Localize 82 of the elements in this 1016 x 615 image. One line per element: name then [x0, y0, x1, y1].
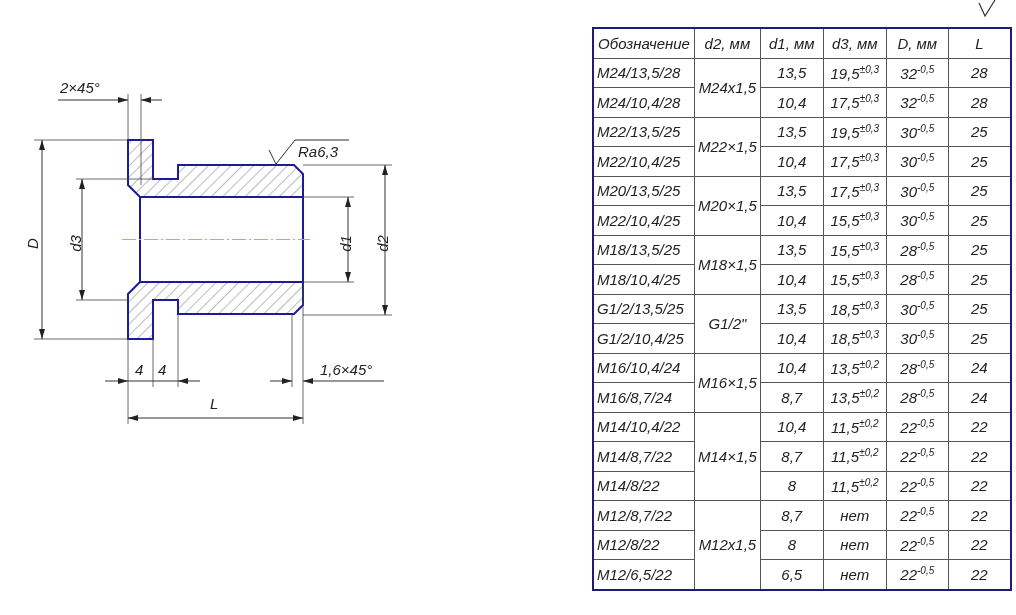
table-value: 30$^{-0,5}$ — [886, 146, 949, 176]
column-header: D, мм — [886, 28, 949, 58]
table-value: M12x1,5 — [694, 500, 761, 590]
dimension-label: 1,6×45° — [320, 362, 373, 377]
dimension-label: 2×45° — [60, 80, 100, 95]
table-value: 13,5 — [760, 117, 824, 147]
table-value: 19,5$^{±0,3}$ — [823, 117, 887, 147]
designation-text: M20/13,5/25 — [593, 176, 695, 206]
designation-text: M14/10,4/22 — [593, 412, 695, 442]
table-value: нет — [823, 500, 887, 530]
designation-text: M18/13,5/25 — [593, 235, 695, 265]
table-value: 22$^{-0,5}$ — [886, 500, 949, 530]
dimension-label: L — [210, 396, 219, 411]
table-value: 11,5$^{±0,2}$ — [823, 471, 887, 501]
table-value: M24x1,5 — [694, 58, 761, 117]
designation-text: M22/13,5/25 — [593, 117, 695, 147]
table-value: 32$^{-0,5}$ — [886, 87, 949, 117]
table-value: 30$^{-0,5}$ — [886, 176, 949, 206]
table-value: 11,5$^{±0,2}$ — [823, 412, 887, 442]
column-header: d3, мм — [823, 28, 887, 58]
table-value: 17,5$^{±0,3}$ — [823, 146, 887, 176]
table-value: 13,5$^{±0,2}$ — [823, 382, 887, 412]
table-value: 13,5 — [760, 235, 824, 265]
table-value: 32$^{-0,5}$ — [886, 58, 949, 88]
table-value: 8,7 — [760, 382, 824, 412]
table-value: 8 — [760, 471, 824, 501]
dimension-label: d1 — [337, 235, 353, 252]
dimension-label: Ra6,3 — [298, 144, 339, 159]
table-value: 19,5$^{±0,3}$ — [823, 58, 887, 88]
dimension-label: d2 — [374, 235, 390, 252]
dimension-label: 4 — [135, 362, 144, 377]
table-value: 22$^{-0,5}$ — [886, 441, 949, 471]
designation-text: M24/13,5/28 — [593, 58, 695, 88]
designation-text: G1/2/13,5/25 — [593, 294, 695, 324]
table-value: 8,7 — [760, 441, 824, 471]
table-value: 28$^{-0,5}$ — [886, 235, 949, 265]
table-value: 15,5$^{±0,3}$ — [823, 235, 887, 265]
table-value: 30$^{-0,5}$ — [886, 294, 949, 324]
table-value: 13,5 — [760, 294, 824, 324]
dimension-label: d3 — [67, 235, 83, 252]
table-value: 22$^{-0,5}$ — [886, 471, 949, 501]
table-value: 10,4 — [760, 323, 824, 353]
table-value: 13,5 — [760, 58, 824, 88]
table-value: 18,5$^{±0,3}$ — [823, 294, 887, 324]
table-value: M22×1,5 — [694, 117, 761, 176]
table-value: M20×1,5 — [694, 176, 761, 235]
table-value: 10,4 — [760, 146, 824, 176]
table-value: 17,5$^{±0,3}$ — [823, 87, 887, 117]
table-value: 10,4 — [760, 353, 824, 383]
table-value: 8 — [760, 530, 824, 560]
table-value: 15,5$^{±0,3}$ — [823, 264, 887, 294]
table-value: 18,5$^{±0,3}$ — [823, 323, 887, 353]
table-value: M16×1,5 — [694, 353, 761, 412]
table-value: 10,4 — [760, 264, 824, 294]
column-header: Обозначение — [593, 28, 695, 58]
column-header: d1, мм — [760, 28, 824, 58]
table-value: 22$^{-0,5}$ — [886, 412, 949, 442]
table-value: 15,5$^{±0,3}$ — [823, 205, 887, 235]
table-value: нет — [823, 530, 887, 560]
table-value: 17,5$^{±0,3}$ — [823, 176, 887, 206]
table-value: 30$^{-0,5}$ — [886, 117, 949, 147]
table-value: 22$^{-0,5}$ — [886, 530, 949, 560]
table-value: 10,4 — [760, 87, 824, 117]
table-value: 13,5$^{±0,2}$ — [823, 353, 887, 383]
table-value: G1/2" — [694, 294, 761, 353]
table-value: 10,4 — [760, 412, 824, 442]
table-value: 13,5 — [760, 176, 824, 206]
table-value: 28$^{-0,5}$ — [886, 353, 949, 383]
dimension-label: 4 — [158, 362, 167, 377]
designation-text: M12/8,7/22 — [593, 500, 695, 530]
table-value: M14×1,5 — [694, 412, 761, 501]
table-value: 10,4 — [760, 205, 824, 235]
table-value: 8,7 — [760, 500, 824, 530]
table-value: 11,5$^{±0,2}$ — [823, 441, 887, 471]
table-value: 30$^{-0,5}$ — [886, 205, 949, 235]
column-header: d2, мм — [694, 28, 761, 58]
table-value: 28$^{-0,5}$ — [886, 264, 949, 294]
table-value: 30$^{-0,5}$ — [886, 323, 949, 353]
dimension-label: D — [24, 238, 40, 249]
designation-text: M16/10,4/24 — [593, 353, 695, 383]
table-value: 28$^{-0,5}$ — [886, 382, 949, 412]
table-value: M18×1,5 — [694, 235, 761, 294]
